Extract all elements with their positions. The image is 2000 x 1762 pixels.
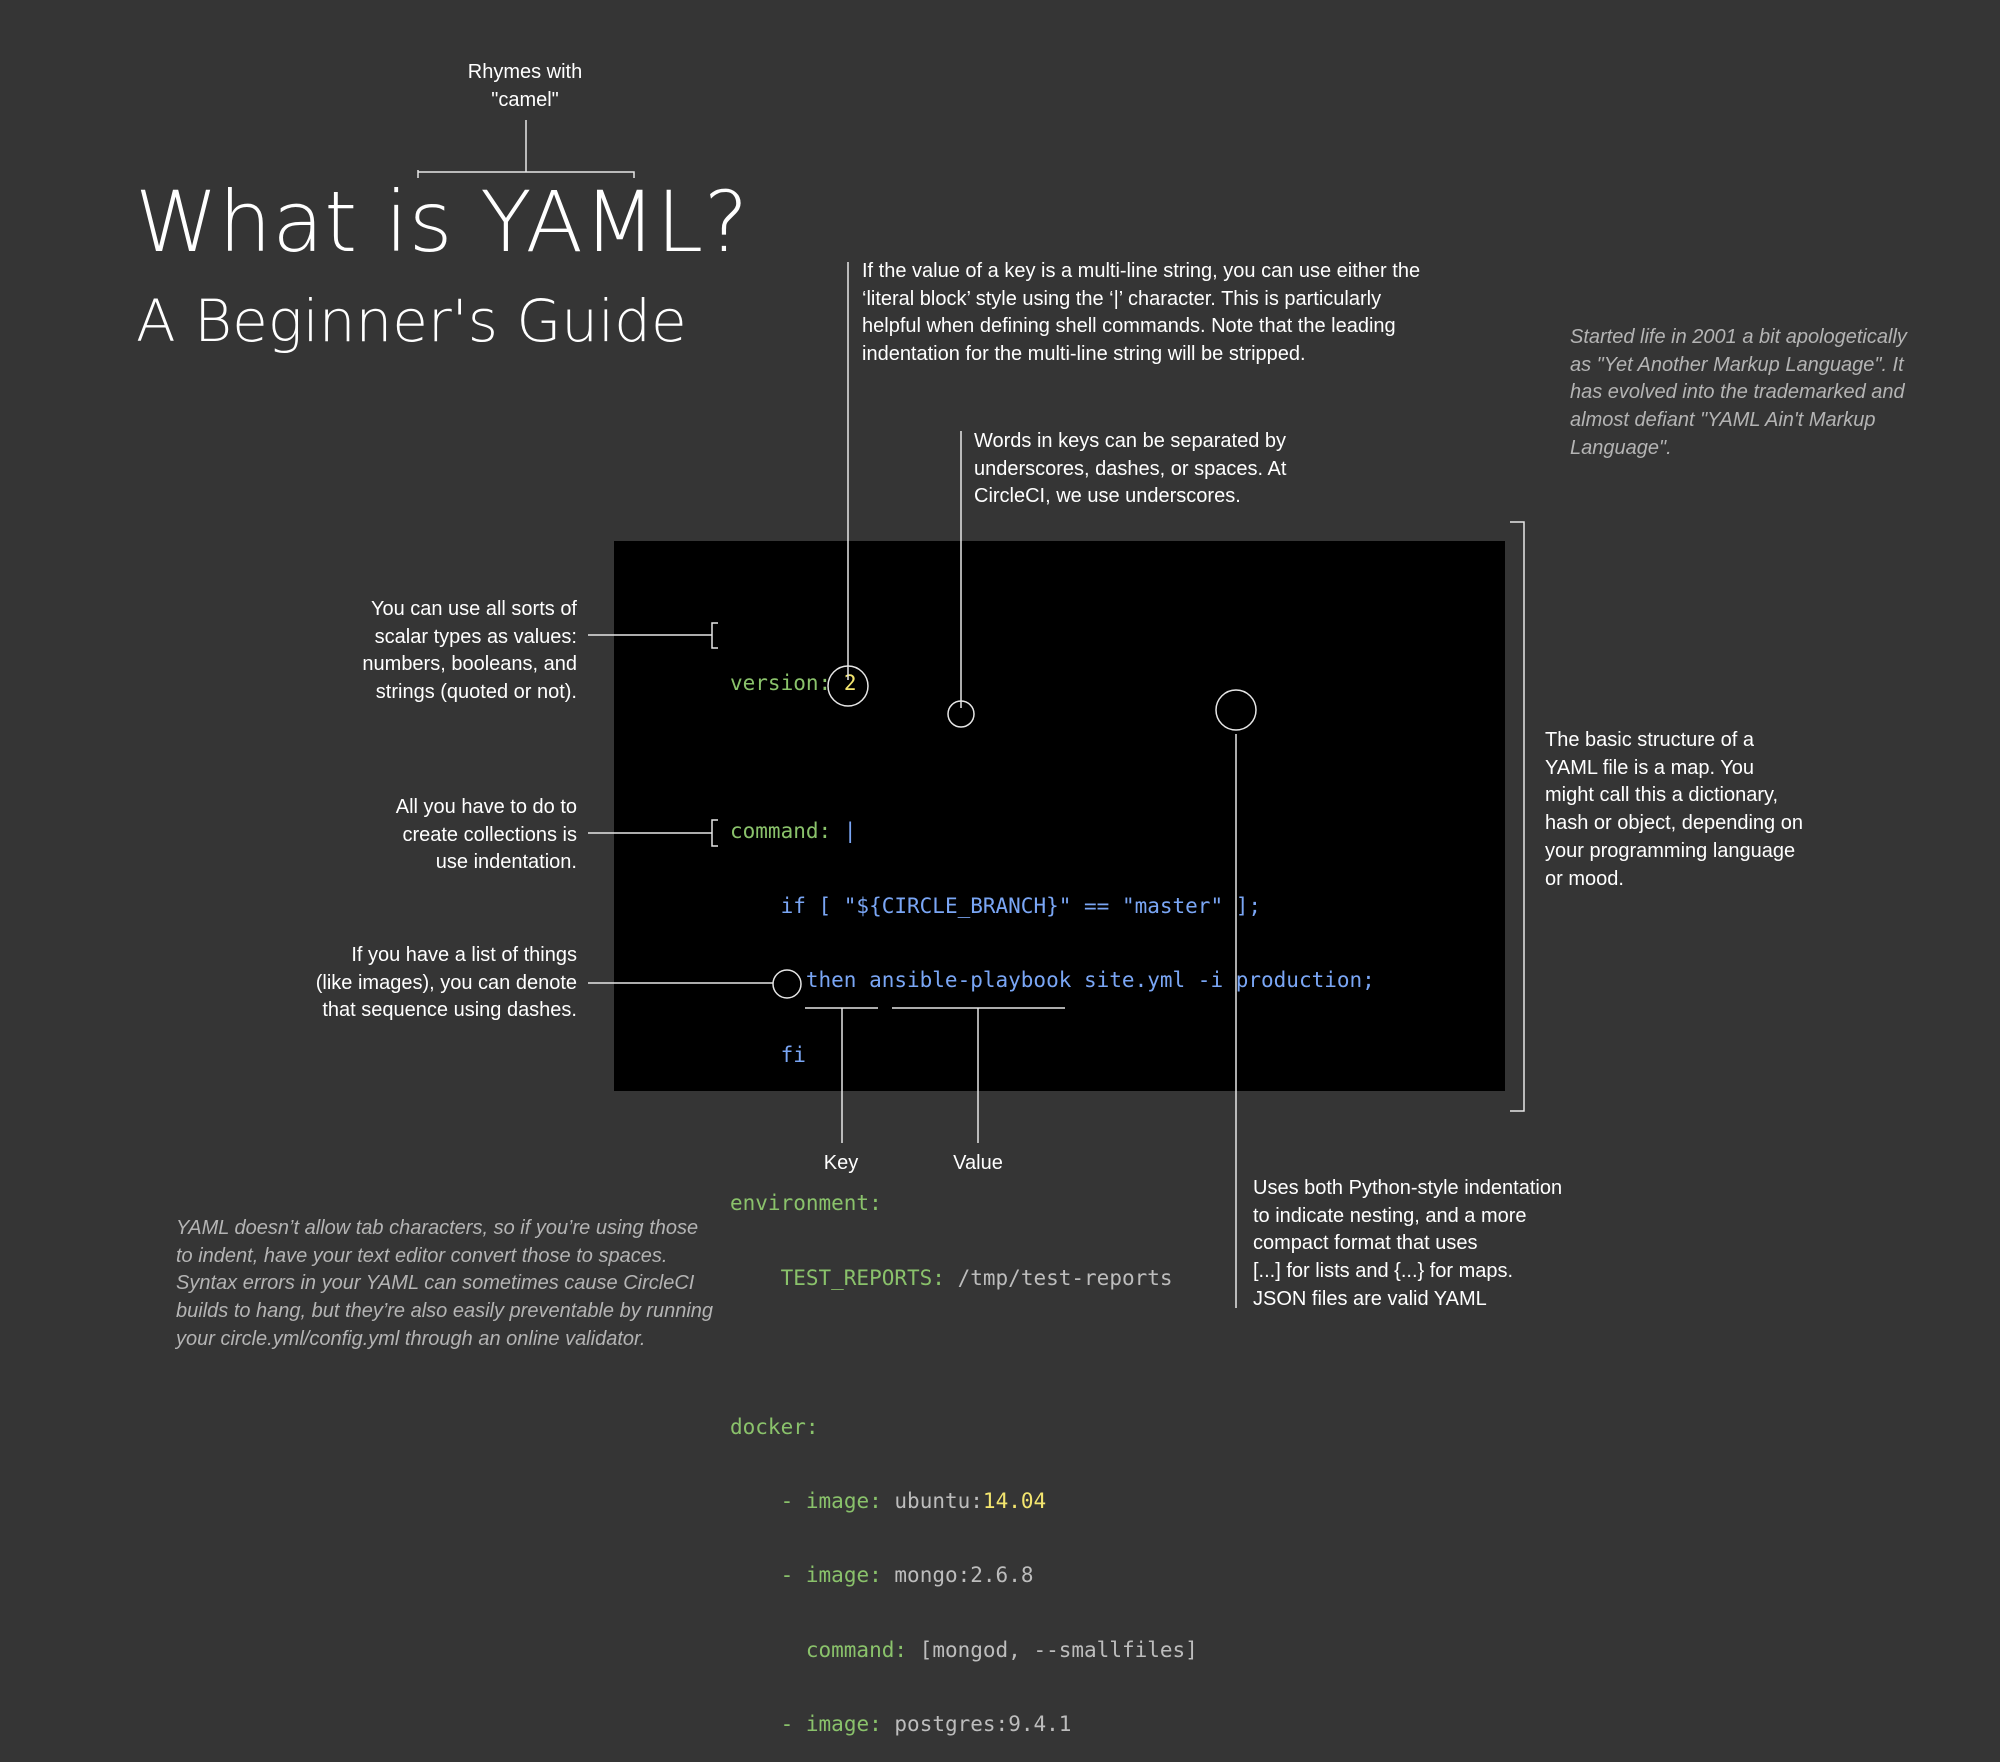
bracket-circle bbox=[1215, 689, 1257, 731]
code-line-image-mongo: - image: mongo:2.6.8 bbox=[780, 1563, 1034, 1588]
key-label: Key bbox=[823, 1152, 859, 1174]
code-line-cmd1: if [ "${CIRCLE_BRANCH}" == "master" ]; bbox=[780, 893, 1262, 918]
history-note: Started life in 2001 a bit apologeticall… bbox=[1570, 326, 1907, 459]
pronunciation-note: Rhymes with "camel" bbox=[467, 61, 583, 111]
pipe-circle bbox=[827, 665, 869, 707]
collections-leader bbox=[588, 819, 718, 847]
key-value-leaders bbox=[841, 1008, 979, 1143]
code-panel bbox=[614, 541, 1505, 1091]
json-compatibility-note: Uses both Python-style indentation to in… bbox=[1253, 1177, 1563, 1310]
scalar-types-note: You can use all sorts of scalar types as… bbox=[362, 598, 577, 704]
code-line-docker: docker: bbox=[730, 1414, 819, 1439]
pronunciation-bracket bbox=[417, 120, 635, 178]
multiline-string-note: If the value of a key is a multi-line st… bbox=[862, 260, 1421, 366]
code-line-cmd3: fi bbox=[780, 1042, 806, 1067]
code-line-version: version: 2 bbox=[730, 670, 857, 695]
tab-characters-note: YAML doesn’t allow tab characters, so if… bbox=[176, 1217, 714, 1350]
page-subtitle: A Beginner's Guide bbox=[136, 287, 687, 355]
code-line-command: command: | bbox=[730, 819, 857, 844]
annotation-lines bbox=[417, 120, 1525, 1308]
code-line-test-reports: TEST_REPORTS: /tmp/test-reports bbox=[780, 1265, 1173, 1290]
page-title: What is YAML? bbox=[135, 173, 749, 271]
dash-circle bbox=[772, 969, 802, 999]
map-structure-bracket bbox=[1510, 521, 1525, 1112]
value-label: Value bbox=[953, 1152, 1003, 1174]
scalar-leader bbox=[588, 622, 718, 649]
code-line-mongo-command: command: [mongod, --smallfiles] bbox=[805, 1637, 1198, 1662]
key-separator-note: Words in keys can be separated by unders… bbox=[974, 430, 1287, 508]
map-structure-note: The basic structure of a YAML file is a … bbox=[1545, 729, 1803, 890]
code-line-cmd2: then ansible-playbook site.yml -i produc… bbox=[805, 968, 1375, 993]
underscore-circle bbox=[947, 700, 975, 728]
code-line-image-postgres: - image: postgres:9.4.1 bbox=[780, 1712, 1072, 1737]
sequence-note: If you have a list of things (like image… bbox=[315, 944, 577, 1022]
code-line-environment: environment: bbox=[730, 1191, 882, 1216]
collections-note: All you have to do to create collections… bbox=[395, 796, 577, 874]
